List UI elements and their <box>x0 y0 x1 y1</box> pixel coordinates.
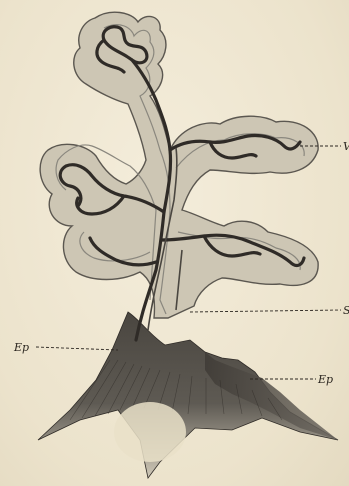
label-ep-right: Ep <box>318 374 333 385</box>
label-ep-left: Ep <box>14 342 29 353</box>
label-v: V <box>343 141 349 152</box>
epithelium-base <box>38 312 338 478</box>
label-s: S <box>343 305 349 316</box>
